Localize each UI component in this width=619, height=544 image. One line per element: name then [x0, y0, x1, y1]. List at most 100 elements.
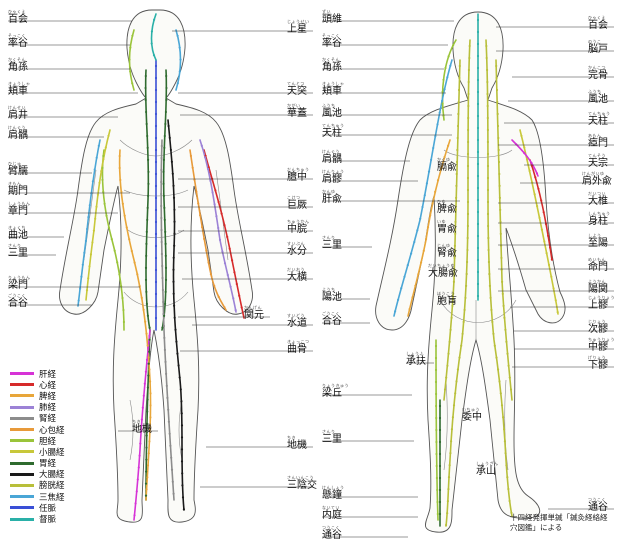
acupoint-name: 章門	[8, 206, 28, 217]
acupoint-dot	[147, 399, 149, 401]
acupoint-dot	[155, 305, 157, 307]
acupoint-dot	[155, 137, 157, 139]
acupoint-dot	[181, 412, 183, 414]
acupoint-label: きもん期門	[8, 182, 28, 197]
acupoint-label: さんり三里	[322, 236, 342, 251]
acupoint-dot	[445, 377, 447, 379]
legend-item: 胆経	[10, 435, 90, 446]
acupoint-dot	[540, 199, 542, 201]
acupoint-dot	[444, 388, 446, 390]
acupoint-dot	[147, 347, 149, 349]
legend-swatch	[10, 394, 34, 397]
acupoint-dot	[160, 193, 162, 195]
legend-swatch	[10, 506, 34, 509]
acupoint-dot	[181, 436, 183, 438]
acupoint-dot	[238, 295, 240, 297]
acupoint-dot	[500, 392, 502, 394]
acupoint-dot	[486, 81, 488, 83]
acupoint-dot	[550, 276, 552, 278]
acupoint-dot	[181, 484, 183, 486]
acupoint-dot	[104, 203, 106, 205]
acupoint-name: 天宗	[588, 158, 608, 169]
acupoint-dot	[467, 177, 469, 179]
acupoint-dot	[177, 35, 179, 37]
acupoint-dot	[429, 214, 431, 216]
acupoint-label: ふうち風池	[322, 104, 342, 119]
acupoint-dot	[468, 69, 470, 71]
acupoint-dot	[549, 247, 551, 249]
acupoint-dot	[420, 261, 422, 263]
acupoint-dot	[553, 287, 555, 289]
acupoint-dot	[170, 149, 172, 151]
acupoint-dot	[456, 149, 458, 151]
acupoint-dot	[451, 317, 453, 319]
acupoint-dot	[464, 297, 466, 299]
acupoint-dot	[460, 345, 462, 347]
acupoint-dot	[439, 453, 441, 455]
acupoint-dot	[148, 440, 150, 442]
acupoint-dot	[145, 459, 147, 461]
acupoint-dot	[146, 135, 148, 137]
acupoint-dot	[173, 305, 175, 307]
legend-swatch	[10, 484, 34, 487]
acupoint-label: しょうざん承山	[476, 462, 499, 477]
acupoint-dot	[95, 206, 97, 208]
acupoint-dot	[219, 239, 221, 241]
acupoint-label: しょうもん章門	[8, 202, 31, 217]
acupoint-dot	[145, 267, 147, 269]
legend-swatch	[10, 406, 34, 409]
acupoint-dot	[504, 329, 506, 331]
acupoint-dot	[146, 231, 148, 233]
acupoint-dot	[145, 495, 147, 497]
acupoint-dot	[534, 193, 536, 195]
acupoint-dot	[146, 359, 148, 361]
acupoint-dot	[151, 30, 153, 32]
acupoint-dot	[397, 299, 399, 301]
acupoint-dot	[82, 264, 84, 266]
legend-label: 肝経	[39, 368, 56, 380]
acupoint-dot	[441, 100, 443, 102]
acupoint-name: 三里	[8, 248, 28, 259]
acupoint-dot	[477, 247, 479, 249]
acupoint-dot	[129, 70, 131, 72]
acupoint-dot	[499, 185, 501, 187]
acupoint-dot	[447, 145, 449, 147]
acupoint-name: 頭維	[322, 14, 342, 25]
acupoint-dot	[444, 67, 446, 69]
acupoint-dot	[502, 416, 504, 418]
acupoint-dot	[97, 194, 99, 196]
acupoint-dot	[223, 306, 225, 308]
acupoint-name: 瘂門	[588, 138, 608, 149]
acupoint-dot	[487, 153, 489, 155]
acupoint-dot	[179, 47, 181, 49]
acupoint-dot	[145, 111, 147, 113]
acupoint-dot	[192, 167, 194, 169]
acupoint-dot	[215, 215, 217, 217]
acupoint-dot	[168, 125, 170, 127]
acupoint-dot	[487, 177, 489, 179]
acupoint-name: 陽池	[322, 292, 342, 303]
acupoint-dot	[141, 297, 143, 299]
acupoint-name: 膈兪	[437, 162, 457, 173]
acupoint-dot	[146, 219, 148, 221]
acupoint-dot	[147, 387, 149, 389]
acupoint-dot	[487, 213, 489, 215]
acupoint-label: つうこく通谷	[588, 498, 608, 513]
acupoint-dot	[426, 182, 428, 184]
acupoint-label: ないてい内庭	[322, 506, 342, 521]
acupoint-label: ようち陽池	[322, 288, 342, 303]
acupoint-dot	[146, 411, 148, 413]
acupoint-dot	[447, 500, 449, 502]
acupoint-label: いちゅう委中	[462, 408, 482, 423]
acupoint-dot	[180, 400, 182, 402]
acupoint-label: かくそん角孫	[8, 58, 28, 73]
acupoint-dot	[147, 147, 149, 149]
acupoint-dot	[155, 65, 157, 67]
acupoint-dot	[439, 513, 441, 515]
acupoint-name: 肩髃	[8, 130, 28, 141]
acupoint-dot	[468, 81, 470, 83]
acupoint-dot	[145, 471, 147, 473]
acupoint-label: あもん瘂門	[588, 134, 608, 149]
acupoint-dot	[454, 392, 456, 394]
acupoint-label: かくゆ膈兪	[437, 158, 457, 173]
